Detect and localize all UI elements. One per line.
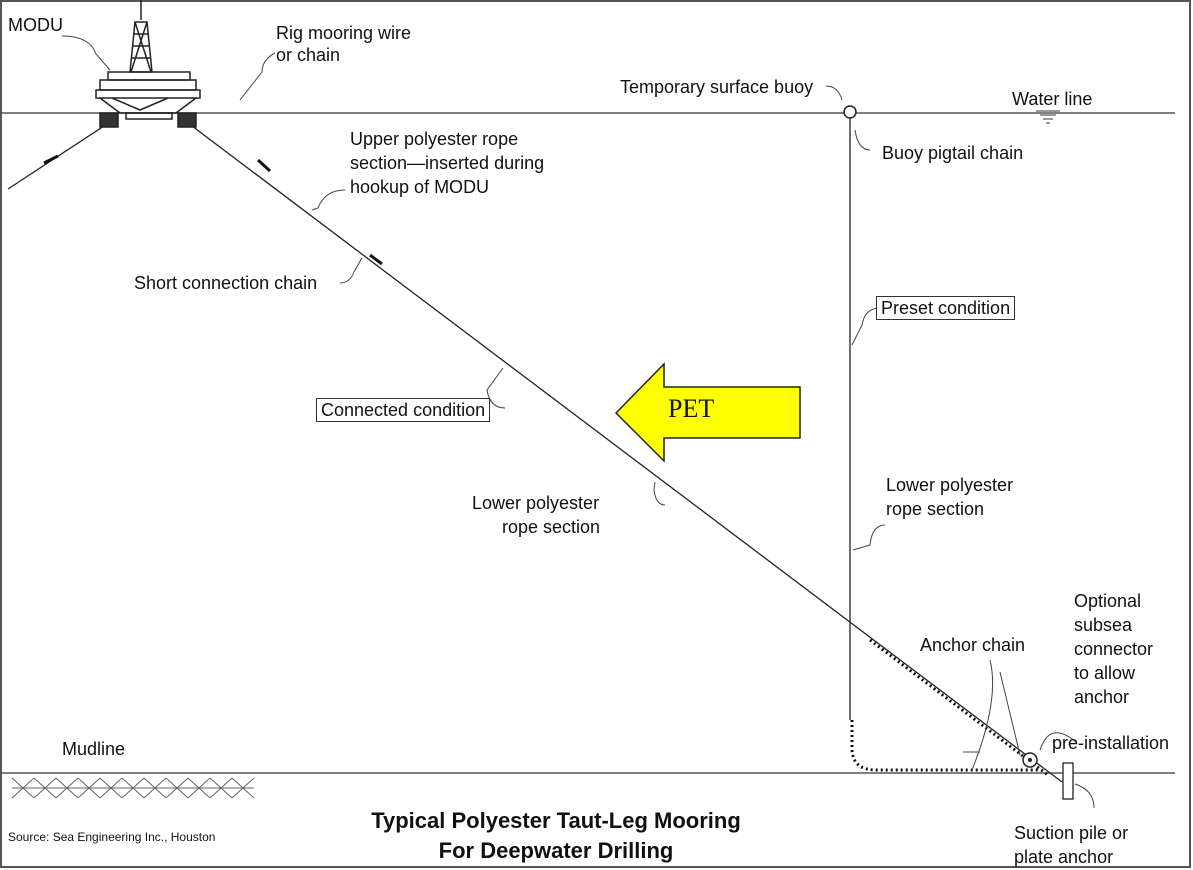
label-lower-rope-center-1: Lower polyester bbox=[472, 493, 600, 513]
label-preset-condition: Preset condition bbox=[876, 296, 1016, 320]
suction-pile bbox=[1062, 762, 1074, 800]
anchor-chain-preset bbox=[850, 720, 1040, 772]
label-upper-rope-2: section—inserted during bbox=[350, 153, 545, 173]
water-line-symbol bbox=[1036, 110, 1060, 124]
label-upper-rope-3: hookup of MODU bbox=[350, 177, 490, 197]
label-lower-rope-right-1: Lower polyester bbox=[886, 475, 1014, 495]
label-optional-6: pre-installation bbox=[1052, 733, 1170, 753]
label-suction-2: plate anchor bbox=[1014, 847, 1114, 867]
label-water-line: Water line bbox=[1012, 89, 1093, 109]
label-rig-mooring-2: or chain bbox=[276, 45, 341, 65]
label-lower-rope-right-2: rope section bbox=[886, 499, 985, 519]
label-short-chain: Short connection chain bbox=[134, 273, 318, 293]
label-optional-5: anchor bbox=[1074, 687, 1130, 707]
label-buoy-pigtail: Buoy pigtail chain bbox=[882, 143, 1024, 163]
modu-rig bbox=[95, 0, 201, 128]
label-optional-2: subsea bbox=[1074, 615, 1133, 635]
label-optional-3: connector bbox=[1074, 639, 1154, 659]
label-rig-mooring-1: Rig mooring wire bbox=[276, 23, 412, 43]
label-optional-4: to allow bbox=[1074, 663, 1136, 683]
seabed-hatching bbox=[11, 777, 255, 799]
label-source: Source: Sea Engineering Inc., Houston bbox=[8, 830, 216, 844]
diagram-title-line2: For Deepwater Drilling bbox=[438, 838, 674, 863]
label-temporary-buoy: Temporary surface buoy bbox=[620, 77, 814, 97]
label-connected-condition: Connected condition bbox=[316, 398, 491, 422]
pet-arrow bbox=[614, 362, 801, 463]
label-mudline: Mudline bbox=[62, 739, 126, 759]
upper-chain-mark bbox=[256, 158, 272, 173]
main-mooring-line bbox=[191, 125, 1063, 783]
label-suction-1: Suction pile or bbox=[1014, 823, 1129, 843]
label-pet: PET bbox=[668, 394, 715, 423]
label-optional-1: Optional bbox=[1074, 591, 1142, 611]
label-anchor-chain: Anchor chain bbox=[920, 635, 1026, 655]
anchor-chain-main bbox=[869, 638, 1049, 777]
temporary-buoy bbox=[843, 105, 857, 119]
label-modu: MODU bbox=[8, 15, 63, 35]
leader-lines bbox=[61, 35, 1095, 809]
label-upper-rope-1: Upper polyester rope bbox=[350, 129, 519, 149]
short-connection-chain-mark bbox=[369, 253, 383, 266]
label-lower-rope-center-2: rope section bbox=[502, 517, 601, 537]
diagram-title-line1: Typical Polyester Taut-Leg Mooring bbox=[371, 808, 741, 833]
